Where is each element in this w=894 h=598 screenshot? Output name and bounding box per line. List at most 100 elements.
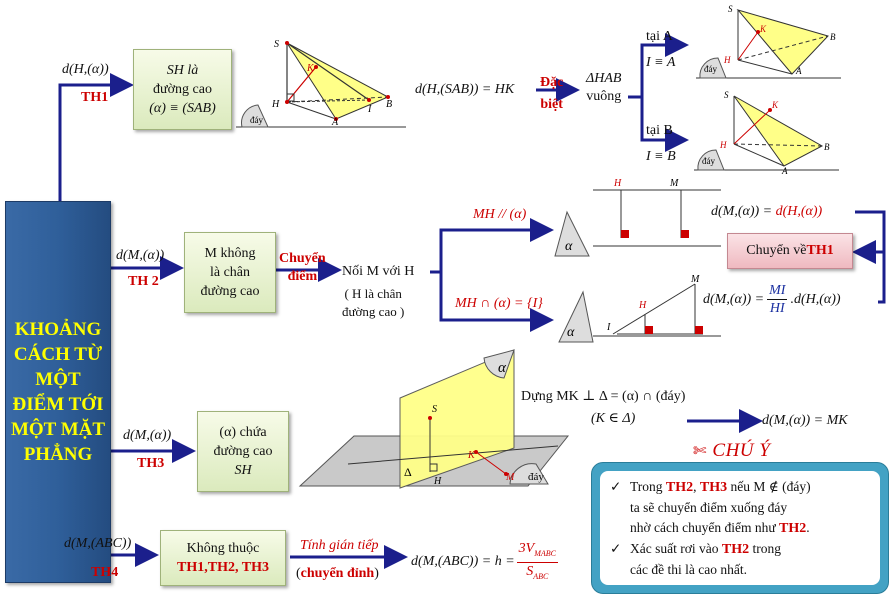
fig1-day: đáy <box>250 115 263 125</box>
note-l1-post: nếu M ∉ (đáy) <box>727 479 811 494</box>
intersect-arrow <box>439 272 554 332</box>
fig3-alpha: α <box>498 360 507 376</box>
th2-box-line3: đường cao <box>200 284 260 299</box>
scissors-icon: ✄ <box>693 443 707 460</box>
th1-box: SH là đường cao (α) ≡ (SAB) <box>133 49 232 130</box>
th4-num-sub: MABC <box>534 548 556 558</box>
th2-parallel: MH // (α) <box>473 207 527 222</box>
note-l3: nhờ cách chuyển điểm như TH2. <box>630 518 874 539</box>
th4-box-line1: Không thuộc <box>186 541 260 556</box>
th4-den: S <box>526 563 534 579</box>
fig2a-M: M <box>669 178 679 189</box>
note-l2: ta sẽ chuyển điểm xuống đáy <box>630 500 788 515</box>
th1-tri-1: ΔHAB <box>586 71 622 86</box>
parallel-arrow <box>430 218 554 274</box>
th1-box-line2: đường cao <box>153 82 212 97</box>
svg-text:A: A <box>795 66 802 76</box>
th1-case-b: tại B I ≡ B <box>646 118 676 170</box>
case-b-pyramid-figure: S K H A B đáy <box>694 90 839 174</box>
th4-num: 3V <box>518 541 535 556</box>
th4-indirect-sub: (chuyển đỉnh) <box>296 566 379 582</box>
th3-result-text: d(M,(α)) = MK <box>762 413 848 428</box>
th2-move-1: Chuyển <box>279 251 326 266</box>
th3-box-line3: SH <box>234 463 252 478</box>
case-a-label: tại A <box>646 29 673 44</box>
fig3-H: H <box>433 476 442 487</box>
th2-box: M không là chân đường cao <box>184 232 276 313</box>
case-b-arrow <box>640 97 689 152</box>
svg-text:H: H <box>723 55 731 65</box>
th4-formula: d(M,(ABC)) <box>64 536 132 551</box>
fig1-H: H <box>271 99 280 110</box>
th1-arrow <box>58 73 134 201</box>
th2-result-ratio: d(M,(α)) = MI HI .d(H,(α)) <box>703 282 841 317</box>
svg-text:H: H <box>719 140 727 150</box>
fig2b-I: I <box>606 322 611 333</box>
check-icon: ✓ <box>610 541 622 556</box>
th2-join-sub-2: đường cao ) <box>342 304 405 319</box>
fig2b-H: H <box>638 300 647 311</box>
note-l3-pre: nhờ cách chuyển điểm như <box>630 520 780 535</box>
parallel-figure: α H M <box>554 178 721 257</box>
th2-box-line1: M không <box>204 246 256 261</box>
fig2b-M: M <box>690 274 700 285</box>
ratio-den: HI <box>769 301 785 316</box>
intersect-figure: α I H M <box>558 274 721 343</box>
th2-bracket <box>855 210 886 304</box>
svg-text:S: S <box>724 90 729 100</box>
th2-tag: TH 2 <box>128 274 159 289</box>
th4-sub-pre: ( <box>296 566 301 581</box>
svg-text:S: S <box>728 4 733 14</box>
fig3-M: M <box>505 472 515 483</box>
note-l1-sep: , <box>693 479 700 494</box>
case-a-eq: I ≡ A <box>646 55 676 70</box>
th1-case-a: tại A I ≡ A <box>646 24 675 76</box>
note-l1-pre: Trong <box>630 479 666 494</box>
th4-tag: TH4 <box>91 565 119 580</box>
ratio-num: MI <box>767 283 788 300</box>
transfer-box: Chuyển về TH1 <box>727 233 853 269</box>
main-title-box: KHOẢNG CÁCH TỪ MỘT ĐIỂM TỚI MỘT MẶT PHẲN… <box>5 201 111 583</box>
th1-tri-2: vuông <box>586 89 622 104</box>
th4-box: Không thuộc TH1,TH2, TH3 <box>160 530 286 586</box>
th2-join: Nối M với H <box>342 264 415 279</box>
fig1-K: K <box>306 63 315 74</box>
th2-box-line2: là chân <box>209 265 251 280</box>
note-title: CHÚ Ý <box>712 440 771 461</box>
th3-construct-sub: (K ∈ Δ) <box>591 411 636 426</box>
ratio-fraction: MI HI <box>767 282 788 317</box>
fig3-S: S <box>432 404 437 415</box>
fig2b-alpha: α <box>567 325 575 340</box>
note-l4-post: trong <box>749 541 781 556</box>
th3-construct: Dựng MK ⊥ Δ = (α) ∩ (đáy) <box>521 389 686 404</box>
th4-sub-post: ) <box>374 566 379 581</box>
note-l3-post: . <box>806 520 810 535</box>
ratio-right: .d(H,(α)) <box>790 291 841 307</box>
th2-join-sub-1: ( H là chân <box>344 286 402 301</box>
th3-box-line1: (α) chứa <box>219 425 267 440</box>
note-l1-tag1: TH2 <box>665 480 694 495</box>
th4-result: d(M,(ABC)) = h = 3VMABC SABC <box>411 540 558 585</box>
th1-box-line3: (α) ≡ (SAB) <box>149 101 216 116</box>
th1-result-text: d(H,(SAB)) = HK <box>415 82 515 97</box>
th1-special-1: Đặc <box>540 75 564 90</box>
check-icon: ✓ <box>610 479 622 494</box>
case-b-label: tại B <box>646 123 673 138</box>
th2-formula: d(M,(α)) <box>116 248 165 263</box>
svg-text:K: K <box>771 100 779 110</box>
th2-intersect: MH ∩ (α) = {I} <box>455 296 543 311</box>
th2-move-2: điểm <box>287 269 318 284</box>
note-item-1: ✓ Trong TH2, TH3 nếu M ∉ (đáy) ta sẽ chu… <box>610 477 874 539</box>
fig1-I: I <box>367 104 372 115</box>
transfer-prefix: Chuyển về <box>746 243 807 258</box>
note-box: ✓ Trong TH2, TH3 nếu M ∉ (đáy) ta sẽ chu… <box>591 462 889 594</box>
th1-tag: TH1 <box>81 90 109 105</box>
fig1-A: A <box>331 117 339 128</box>
th3-box: (α) chứa đường cao SH <box>197 411 289 492</box>
fig3-K: K <box>467 450 476 461</box>
case-a-arrow <box>628 33 689 99</box>
th1-special: Đặc biệt <box>540 72 563 116</box>
th3-tag: TH3 <box>137 456 165 471</box>
transfer-tag: TH1 <box>806 243 834 258</box>
